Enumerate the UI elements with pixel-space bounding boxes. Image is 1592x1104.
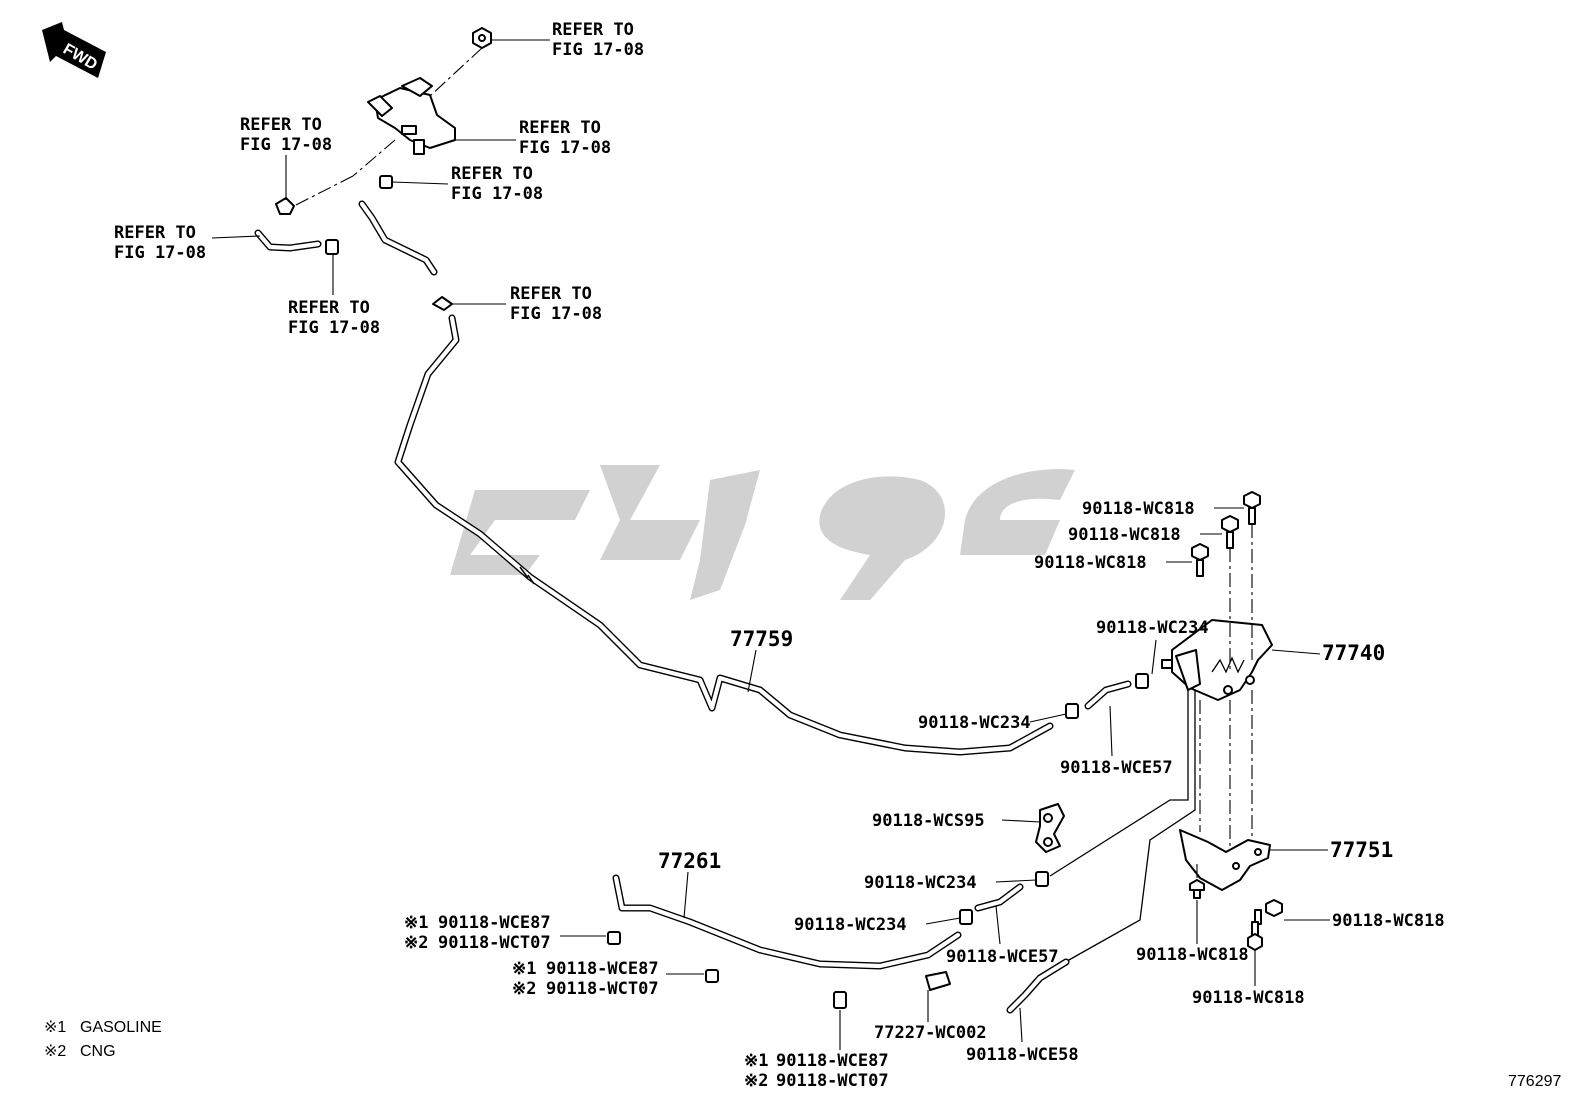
variant-callout-label: 90118-WCE87 (546, 959, 659, 979)
hose-clamp-icon (705, 969, 719, 983)
callout-label: 90118-WC818 (1192, 988, 1305, 1008)
refer-to-label: REFER TO (510, 284, 592, 304)
part-label-77261: 77261 (658, 849, 721, 873)
callout-label: 90118-WC818 (1068, 525, 1181, 545)
bolt-icon (1221, 515, 1239, 549)
callout-label: 90118-WCS95 (872, 811, 985, 831)
refer-to-label: FIG 17-08 (552, 40, 644, 60)
variant-mark: ※2 (404, 933, 428, 953)
refer-to-label: REFER TO (519, 118, 601, 138)
hose-clamp-icon (1135, 673, 1149, 689)
part-label-77740: 77740 (1322, 641, 1385, 665)
refer-to-label: FIG 17-08 (510, 304, 602, 324)
callout-label: 90118-WC818 (1082, 499, 1195, 519)
callout-label: 90118-WC818 (1332, 911, 1445, 931)
callout-label: 90118-WC818 (1034, 553, 1147, 573)
charcoal-canister (1161, 619, 1273, 701)
hose-clamp-icon (1065, 703, 1079, 719)
refer-to-label: REFER TO (240, 115, 322, 135)
bolt-icon (1191, 543, 1209, 577)
fwd-arrow-icon: FWD (42, 22, 106, 78)
variant-callout-label: 90118-WCT07 (438, 933, 551, 953)
legend-mark: ※1 (44, 1019, 66, 1036)
variant-callout-label: 90118-WCE87 (438, 913, 551, 933)
bolt-icon (1243, 491, 1261, 525)
refer-to-label: REFER TO (288, 298, 370, 318)
callout-label: 90118-WCE57 (946, 947, 1059, 967)
tube-clamp-icon (925, 971, 951, 991)
legend-label: CNG (80, 1043, 116, 1060)
variant-mark: ※1 (744, 1051, 768, 1071)
hose-clamp-icon (1035, 871, 1049, 887)
part-label-77759: 77759 (730, 627, 793, 651)
callout-label: 90118-WC234 (918, 713, 1031, 733)
callout-label: 90118-WC234 (1096, 618, 1209, 638)
refer-to-label: FIG 17-08 (240, 135, 332, 155)
variant-mark: ※1 (404, 913, 428, 933)
callout-label: 90118-WCE58 (966, 1045, 1079, 1065)
refer-to-label: REFER TO (114, 223, 196, 243)
callout-label: 90118-WCE57 (1060, 758, 1173, 778)
callout-label: 90118-WC818 (1136, 945, 1249, 965)
refer-to-label: FIG 17-08 (288, 318, 380, 338)
refer-to-label: FIG 17-08 (519, 138, 611, 158)
refer-to-label: FIG 17-08 (114, 243, 206, 263)
legend-mark: ※2 (44, 1043, 66, 1060)
hose-clamp-icon (275, 197, 295, 215)
refer-to-label: FIG 17-08 (451, 184, 543, 204)
figure-number: 776297 (1508, 1073, 1561, 1090)
canister-bracket (1179, 829, 1271, 891)
refer-to-label: REFER TO (552, 20, 634, 40)
bolt-icon (1254, 899, 1283, 925)
part-label-77751: 77751 (1330, 838, 1393, 862)
hose-clamp-icon (607, 931, 621, 945)
variant-callout-label: 90118-WCE87 (776, 1051, 889, 1071)
hose-clamp-icon (959, 909, 973, 925)
hose-clamp-icon (833, 991, 847, 1009)
variant-mark: ※1 (512, 959, 536, 979)
variant-callout-label: 90118-WCT07 (776, 1071, 889, 1091)
bolt-icon (1189, 879, 1205, 899)
bolt-icon (1247, 921, 1263, 951)
hose-clamp-icon (432, 296, 453, 311)
watermark-logo (450, 465, 1075, 600)
legend-label: GASOLINE (80, 1019, 162, 1036)
hose-clamp-icon (379, 175, 393, 189)
hose-clamp-icon (325, 239, 339, 255)
callout-label: 90118-WC234 (794, 915, 907, 935)
variant-mark: ※2 (744, 1071, 768, 1091)
variant-callout-label: 90118-WCT07 (546, 979, 659, 999)
vsv-valve (367, 77, 456, 155)
nut-icon (472, 27, 492, 49)
variant-mark: ※2 (512, 979, 536, 999)
part-label-77227: 77227-WC002 (874, 1023, 987, 1043)
refer-to-label: REFER TO (451, 164, 533, 184)
callout-label: 90118-WC234 (864, 873, 977, 893)
vacuum-switch-clamp (1035, 803, 1065, 853)
